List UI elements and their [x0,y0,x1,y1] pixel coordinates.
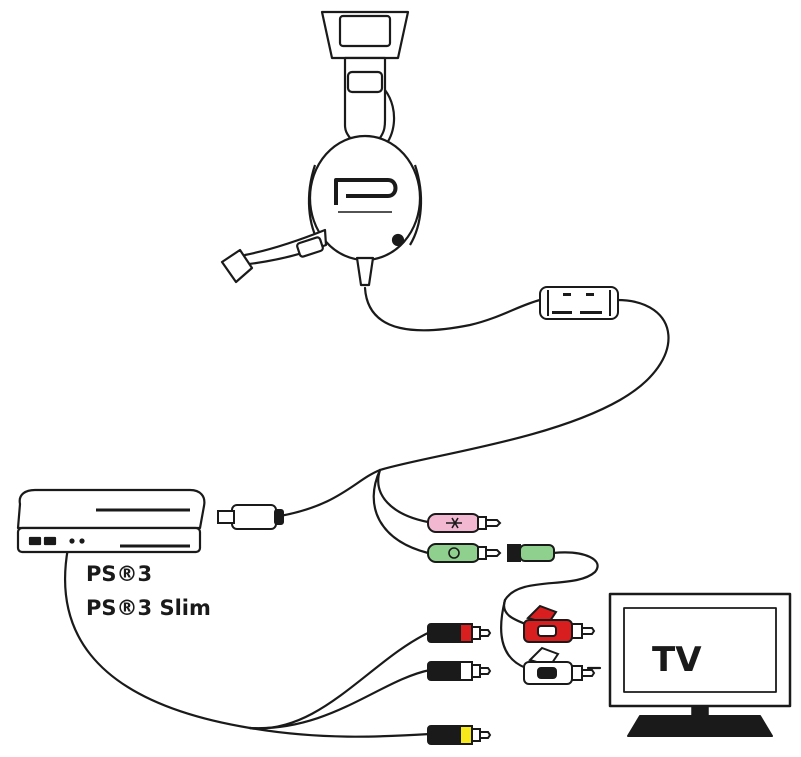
white-adapter-tip [581,669,596,677]
console-usb-1 [28,536,42,546]
usb-plug-body [231,504,277,530]
mic-plug-icon [427,513,502,533]
console-usb-2 [43,536,57,546]
rca-red-tip [479,629,492,637]
green-adapter-body [519,544,555,562]
mic-plug-tip [485,519,502,527]
controller-body [539,286,619,320]
headset-top-pad-inner [338,14,392,48]
adapter-cable [502,551,599,627]
controller-cable [378,298,670,472]
headset-mic-rings [296,236,324,258]
tv-neck [691,705,709,717]
rca-red-body [427,623,463,643]
mic-plug-collar [477,516,487,530]
console-label-ps3-slim: PS®3 Slim [86,596,211,620]
red-adapter-plug-icon [523,604,596,643]
rca-white-body [427,661,463,681]
usb-plug-icon [217,504,284,530]
av-yellow-cable [248,726,432,738]
headphone-plug-symbol [448,547,460,559]
rca-yellow-collar [471,728,481,742]
headset-mic-joint [391,233,405,247]
rca-red-collar [471,626,481,640]
controller-grips [552,293,602,314]
headset-mic-tip [220,248,254,284]
console-label-ps3: PS®3 [86,562,153,586]
headset-band-slider [346,70,384,94]
console-led-2 [79,538,85,544]
console-icon [16,488,206,554]
usb-plug-tip [217,510,235,524]
headset-plug-relief [355,256,375,287]
white-adapter-window [537,667,557,679]
rca-red-ring [459,623,473,643]
tv-stand [627,715,773,737]
green-adapter-socket [507,544,521,562]
headset-logo [334,178,398,205]
volume-controller-icon [539,286,619,320]
headset-earcup-rim-right [409,164,423,246]
mic-plug-symbol [446,517,462,529]
tv-label: TV [652,640,702,680]
red-adapter-collar [571,623,583,639]
white-adapter-collar [571,665,583,681]
av-red-cable [248,630,432,730]
rca-white-collar [471,664,481,678]
av-main-cable [64,546,252,730]
rca-red-plug-icon [427,623,492,643]
mic-cable [377,468,430,524]
rca-yellow-plug-icon [427,725,492,745]
headset-cable [363,286,542,332]
tv-screen [623,607,777,693]
av-white-cable [248,668,432,730]
red-adapter-window [537,625,557,637]
tv-icon [608,592,792,737]
red-adapter-tip [581,627,596,635]
rca-yellow-ring [459,725,473,745]
adapter-cable-white [500,598,528,670]
rca-white-tip [479,667,492,675]
headphone-cable [372,468,430,555]
rca-white-plug-icon [427,661,492,681]
headset-headband [343,56,387,140]
usb-cable [278,468,382,518]
cables [64,286,670,738]
rca-white-ring [459,661,473,681]
headphone-plug-collar [477,546,487,560]
rca-yellow-body [427,725,463,745]
console-led-1 [69,538,75,544]
usb-plug-relief [274,509,284,525]
headphone-plug-tip [485,549,502,557]
headphone-plug-icon [427,543,502,563]
white-adapter-plug-icon [523,646,596,685]
headset-icon [220,10,423,287]
headphone-plug-body [427,543,481,563]
rca-yellow-tip [479,731,492,739]
green-adapter-icon [507,544,555,562]
